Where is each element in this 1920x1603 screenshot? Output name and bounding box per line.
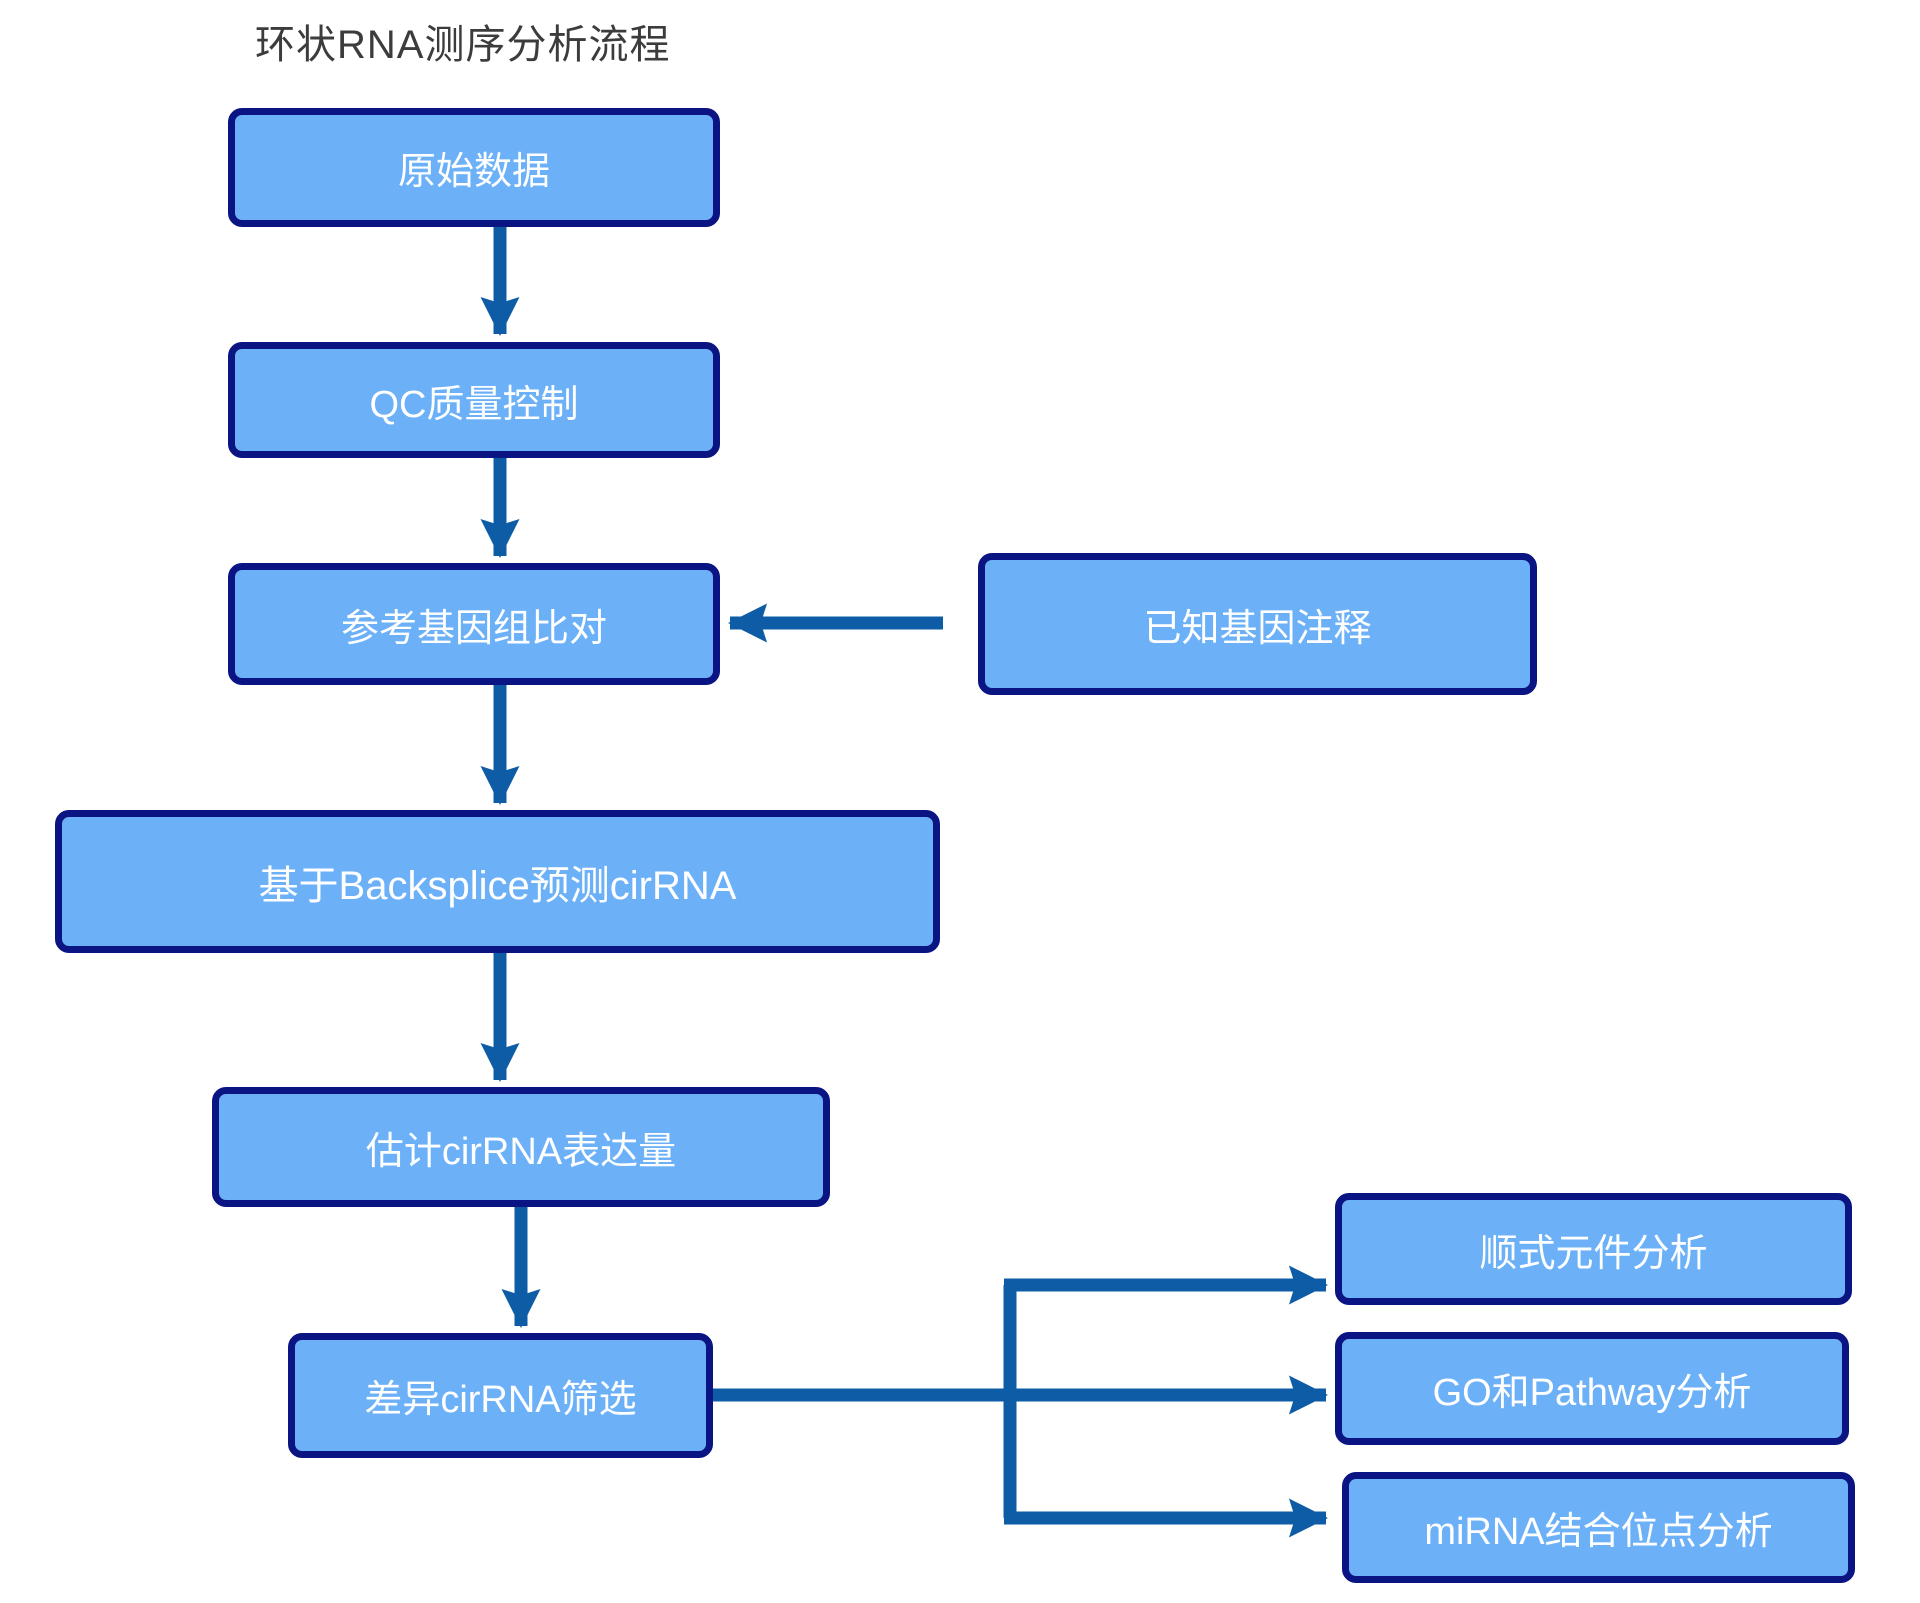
node-mirna: miRNA结合位点分析 xyxy=(1342,1472,1855,1583)
node-cis: 顺式元件分析 xyxy=(1335,1193,1852,1305)
diagram-title: 环状RNA测序分析流程 xyxy=(255,23,671,67)
node-qc: QC质量控制 xyxy=(228,342,720,458)
node-annotation: 已知基因注释 xyxy=(978,553,1537,695)
node-align: 参考基因组比对 xyxy=(228,563,720,685)
node-go-pathway: GO和Pathway分析 xyxy=(1335,1332,1849,1445)
node-diff: 差异cirRNA筛选 xyxy=(288,1333,713,1458)
node-expression: 估计cirRNA表达量 xyxy=(212,1087,830,1207)
node-backsplice: 基于Backsplice预测cirRNA xyxy=(55,810,940,953)
node-raw-data: 原始数据 xyxy=(228,108,720,227)
